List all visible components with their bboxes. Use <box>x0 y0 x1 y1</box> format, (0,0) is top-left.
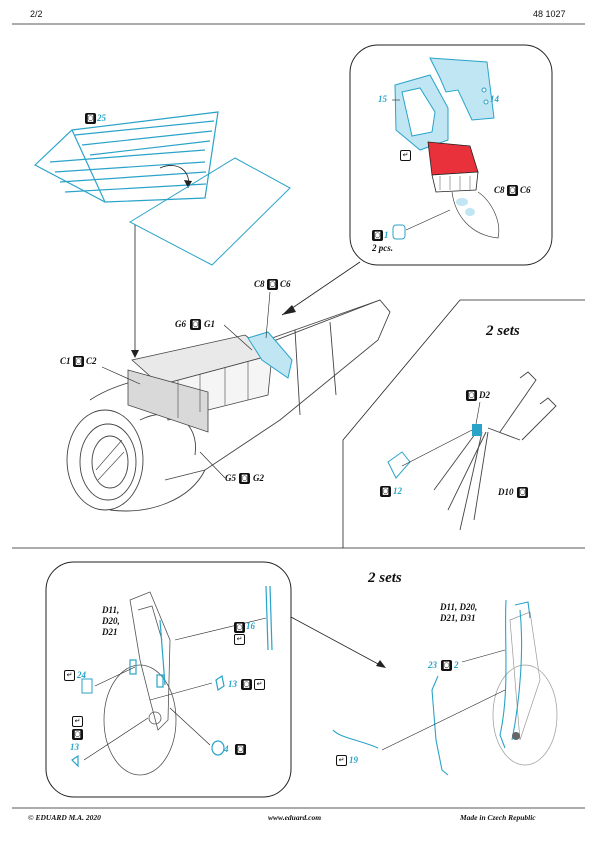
part-label-23: 23 <box>428 660 437 670</box>
cockpit-walls <box>127 334 273 433</box>
gear-icon: ◙ <box>517 487 528 498</box>
gear-icon: ◙ <box>73 356 84 367</box>
label-g1: G1 <box>204 319 215 329</box>
label-c6: C6 <box>520 185 531 195</box>
label-d11: D11, <box>102 605 120 615</box>
gear-icon: ◙ <box>372 230 383 241</box>
part-label-12: 12 <box>393 486 402 496</box>
red-panel <box>427 141 479 193</box>
pe-part-c8 <box>247 331 293 379</box>
landing-gear-left <box>103 591 177 776</box>
gear-icon: ◙ <box>466 390 477 401</box>
part-label-4: 4 <box>224 744 229 754</box>
fold-icon: ↵ <box>234 634 245 645</box>
label-d20: D20, <box>102 616 120 626</box>
fold-icon: ↵ <box>64 670 75 681</box>
frame <box>12 23 585 809</box>
gear-icon: ◙ <box>239 473 250 484</box>
detail-box-top-right <box>349 44 553 266</box>
label-c2: C2 <box>86 356 97 366</box>
pe-parts-gear-right <box>332 599 531 776</box>
part-label-24: 24 <box>77 670 86 680</box>
label-d2: D2 <box>479 390 490 400</box>
label-g6: G6 <box>175 319 186 329</box>
landing-gear-right <box>492 611 558 766</box>
fold-icon: ↵ <box>400 150 411 161</box>
footer-copyright: © EDUARD M.A. 2020 <box>28 813 101 822</box>
pe-part-15 <box>394 74 449 151</box>
label-d21-d31: D21, D31 <box>440 613 476 623</box>
page-number: 2/2 <box>30 9 43 19</box>
right-panel-divider <box>342 299 585 548</box>
part-label-13: 13 <box>228 679 237 689</box>
sets-label: 2 sets <box>368 570 402 586</box>
bent-panel <box>128 157 291 266</box>
gear-icon: ◙ <box>72 729 83 740</box>
label-c8: C8 <box>254 279 265 289</box>
label-c8: C8 <box>494 185 505 195</box>
label-c1: C1 <box>60 356 71 366</box>
product-code: 48 1027 <box>533 9 566 19</box>
part-label-13: 13 <box>70 742 79 752</box>
part-label-15: 15 <box>378 94 387 104</box>
part-label-2: 2 <box>454 660 459 670</box>
pe-part-1 <box>392 224 406 240</box>
label-d21: D21 <box>102 627 118 637</box>
pe-part-d2-blue <box>472 424 482 436</box>
fold-icon: ↵ <box>254 679 265 690</box>
gear-icon: ◙ <box>241 679 252 690</box>
gear-icon: ◙ <box>235 744 246 755</box>
gear-icon: ◙ <box>441 660 452 671</box>
strut-assembly <box>433 371 557 531</box>
footer-origin: Made in Czech Republic <box>460 813 536 822</box>
footer-website[interactable]: www.eduard.com <box>268 813 322 822</box>
gear-icon: ◙ <box>267 279 278 290</box>
pe-parts-gear-left <box>71 585 273 768</box>
gear-icon: ◙ <box>507 185 518 196</box>
part-label-14: 14 <box>490 94 499 104</box>
arrow-head <box>282 305 296 315</box>
gear-icon: ◙ <box>85 113 96 124</box>
quantity-label: 2 pcs. <box>372 243 393 253</box>
sets-label: 2 sets <box>486 323 520 339</box>
pe-part-12 <box>387 451 411 479</box>
label-c6: C6 <box>280 279 291 289</box>
gear-icon: ◙ <box>380 486 391 497</box>
pe-part-14 <box>429 57 495 121</box>
gear-icon: ◙ <box>190 319 201 330</box>
fold-icon: ↵ <box>72 716 83 727</box>
fold-icon: ↵ <box>336 755 347 766</box>
part-label-16: 16 <box>246 621 255 631</box>
label-d10: D10 <box>498 487 514 497</box>
label-g5: G5 <box>225 473 236 483</box>
gear-icon: ◙ <box>234 622 245 633</box>
label-g2: G2 <box>253 473 264 483</box>
part-label-19: 19 <box>349 755 358 765</box>
part-label-25: 25 <box>97 113 106 123</box>
part-label-1: 1 <box>384 230 389 240</box>
pe-part-25 <box>33 111 219 203</box>
detail-box-bottom-left <box>45 561 292 798</box>
seat-outline <box>451 191 500 239</box>
label-d11-d20: D11, D20, <box>440 602 478 612</box>
